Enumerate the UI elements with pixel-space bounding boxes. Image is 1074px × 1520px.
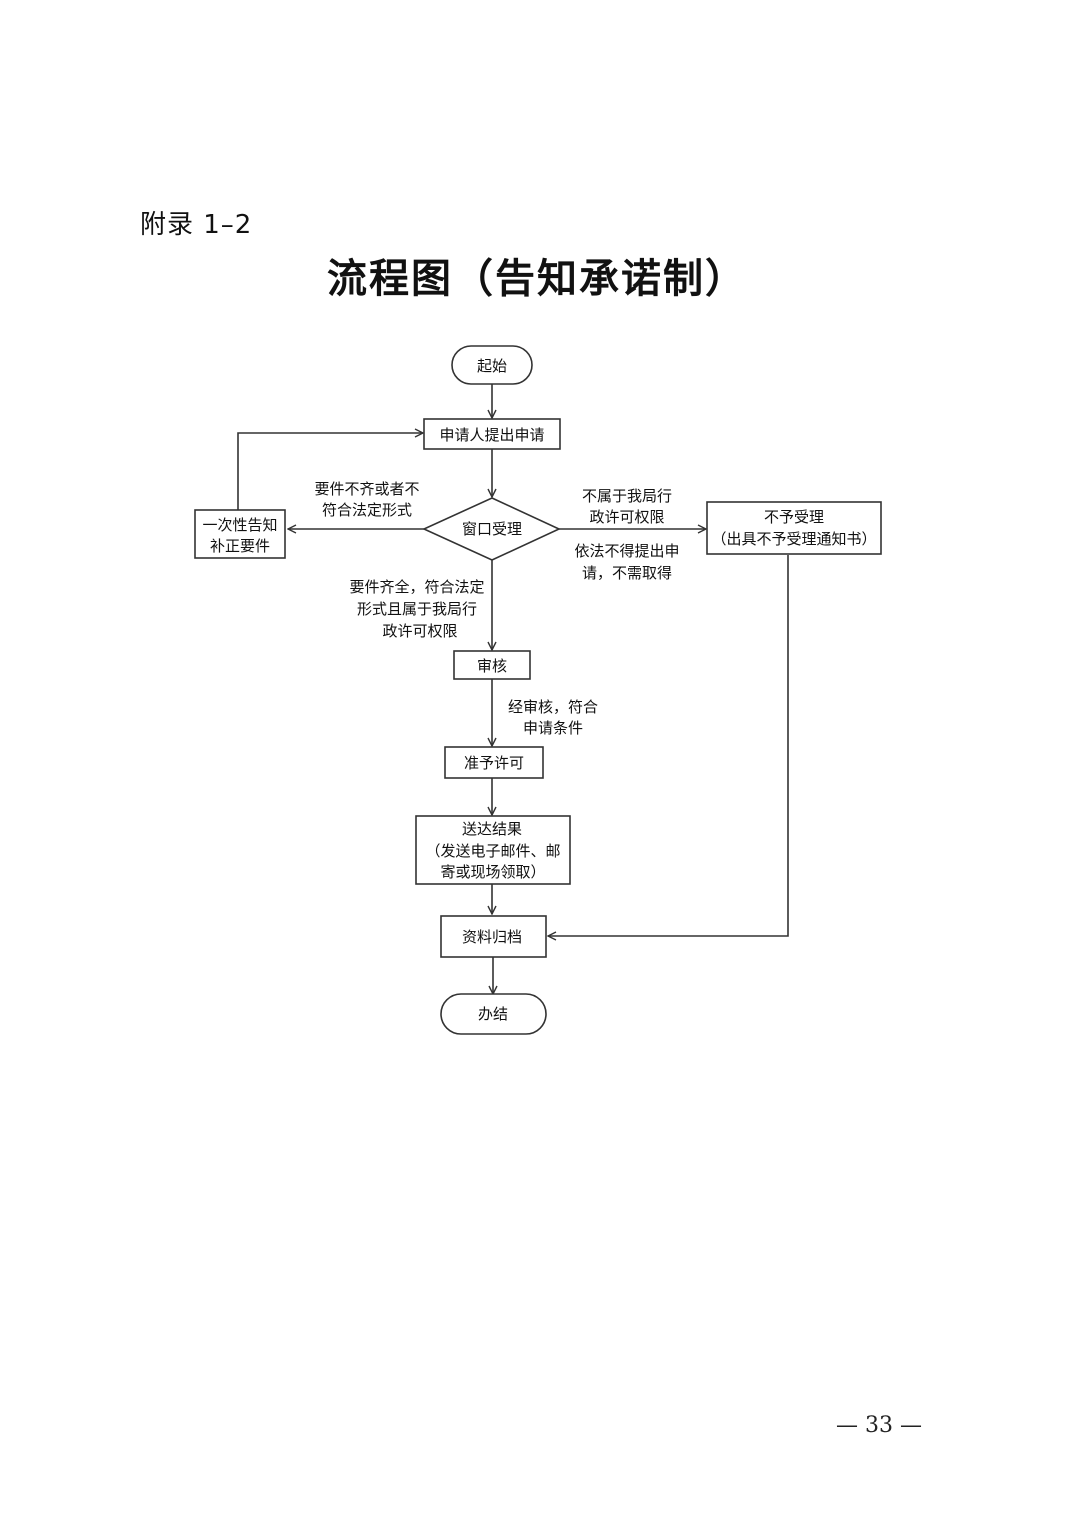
label-review-passed-line-1: 经审核，符合	[508, 698, 598, 716]
node-archive: 资料归档	[440, 915, 547, 958]
node-archive-label: 资料归档	[462, 928, 522, 946]
page-title: 流程图（告知承诺制）	[327, 255, 747, 302]
label-not-required-line-2: 请，不需取得	[582, 564, 672, 582]
node-supplement-line-2: 补正要件	[210, 537, 270, 555]
node-deliver: 送达结果 （发送电子邮件、邮 寄或现场领取）	[415, 815, 571, 885]
node-review: 审核	[453, 650, 531, 680]
node-supplement: 一次性告知 补正要件	[194, 509, 286, 559]
edge-reject-to-archive	[548, 555, 789, 936]
node-approve-label: 准予许可	[464, 754, 524, 772]
node-approve: 准予许可	[444, 746, 544, 779]
node-reject-line-2: （出具不予受理通知书）	[711, 530, 876, 548]
label-out-of-scope-line-1: 不属于我局行	[582, 487, 672, 505]
label-out-of-scope-line-2: 政许可权限	[589, 508, 664, 526]
node-reject: 不予受理 （出具不予受理通知书）	[706, 501, 882, 555]
node-window-decision: 窗口受理	[422, 497, 561, 561]
node-deliver-line-1: 送达结果	[462, 820, 522, 838]
node-end-label: 办结	[478, 1005, 508, 1023]
label-complete: 要件齐全，符合法定 形式且属于我局行 政许可权限	[349, 578, 484, 640]
node-apply-label: 申请人提出申请	[439, 426, 544, 444]
label-complete-line-1: 要件齐全，符合法定	[349, 578, 484, 596]
edge-supplement-to-apply	[237, 433, 423, 510]
node-apply: 申请人提出申请	[423, 418, 561, 450]
label-review-passed-line-2: 申请条件	[523, 719, 583, 737]
node-deliver-line-2: （发送电子邮件、邮	[425, 842, 560, 860]
node-end: 办结	[440, 993, 547, 1035]
label-review-passed: 经审核，符合 申请条件	[508, 698, 598, 737]
node-start-label: 起始	[477, 357, 507, 375]
node-reject-line-1: 不予受理	[764, 508, 824, 526]
label-not-required-line-1: 依法不得提出申	[574, 542, 679, 560]
label-incomplete-line-2: 符合法定形式	[322, 501, 412, 519]
node-review-label: 审核	[477, 657, 507, 675]
node-deliver-line-3: 寄或现场领取）	[440, 863, 545, 881]
label-out-of-scope: 不属于我局行 政许可权限	[582, 487, 672, 526]
node-window-label: 窗口受理	[462, 520, 522, 538]
label-incomplete-line-1: 要件不齐或者不	[314, 480, 419, 498]
node-start: 起始	[451, 345, 533, 385]
label-complete-line-3: 政许可权限	[382, 622, 457, 640]
page-number: — 33 —	[836, 1413, 922, 1438]
label-complete-line-2: 形式且属于我局行	[357, 600, 477, 618]
appendix-label: 附录 1–2	[140, 210, 253, 240]
label-incomplete: 要件不齐或者不 符合法定形式	[314, 480, 419, 519]
label-not-required: 依法不得提出申 请，不需取得	[574, 542, 679, 582]
node-supplement-line-1: 一次性告知	[202, 516, 277, 534]
